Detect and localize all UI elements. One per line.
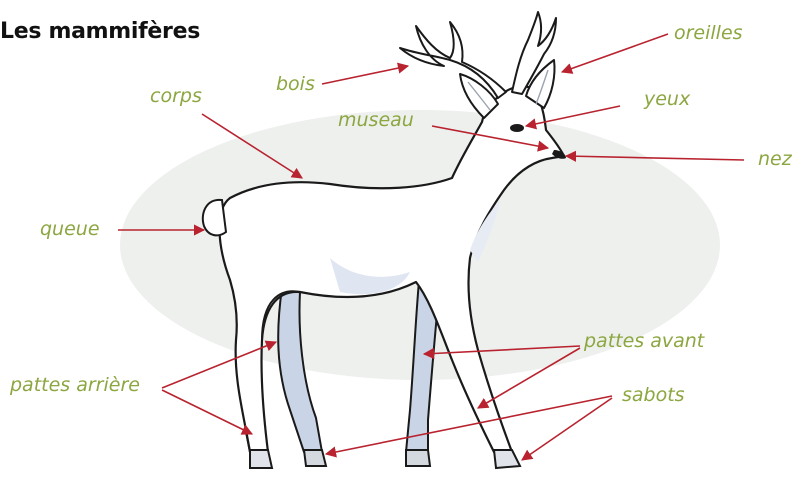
label-nez: nez [758, 148, 792, 170]
label-sabots: sabots [622, 384, 685, 406]
arrow-bois [322, 66, 408, 84]
arrow-sabots-1 [326, 396, 612, 454]
label-museau: museau [338, 109, 414, 131]
label-pattes-arriere: pattes arrière [10, 374, 140, 396]
label-yeux: yeux [644, 88, 690, 110]
label-oreilles: oreilles [674, 22, 743, 44]
label-queue: queue [40, 218, 100, 240]
label-bois: bois [276, 73, 315, 95]
deer-tail [203, 200, 226, 236]
deer-eye [510, 124, 524, 132]
left-antler [400, 22, 506, 98]
label-pattes-avant: pattes avant [584, 330, 704, 352]
label-corps: corps [150, 85, 202, 107]
arrow-oreilles [562, 34, 668, 72]
arrow-sabots-2 [522, 398, 612, 460]
arrow-pattes-arriere-2 [162, 390, 252, 434]
